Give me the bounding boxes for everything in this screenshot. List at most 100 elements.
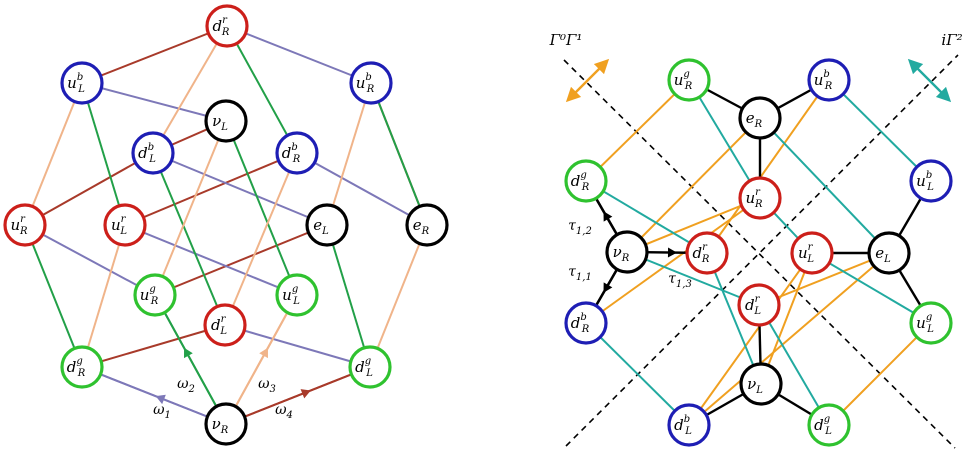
edge-dR_b-e_R xyxy=(296,152,428,226)
edge-omega2-arrow xyxy=(154,294,227,425)
node-ring xyxy=(204,99,248,143)
edge-label-w3: ω3 xyxy=(258,376,276,395)
gamma01-axis xyxy=(563,59,956,449)
node-ring xyxy=(867,231,911,275)
edge-e_R-e_L xyxy=(759,117,890,254)
left-edges xyxy=(24,25,428,425)
edge-arrowhead xyxy=(667,247,677,258)
node-ring xyxy=(3,203,47,247)
edge-uL_r-uL_g xyxy=(124,224,298,296)
node-ring xyxy=(205,4,249,48)
edge-dR_g-uR_g xyxy=(585,79,690,182)
edge-label-t11: τ1,1 xyxy=(568,264,592,283)
node-nu-l: νL xyxy=(204,99,248,143)
node-nu-r: νR xyxy=(204,402,248,446)
node-label: eR xyxy=(746,109,763,130)
gamma01-arrow xyxy=(565,58,610,103)
edge-dR_g-uL_r xyxy=(81,224,126,368)
node-ring xyxy=(275,273,319,317)
node-label: νR xyxy=(212,415,229,436)
node-ring xyxy=(739,362,783,406)
node-e-l: eL xyxy=(867,231,911,275)
edge-dR_b-dL_b xyxy=(585,322,690,426)
node-ring xyxy=(103,203,147,247)
node-label: eL xyxy=(875,244,891,265)
node-ring xyxy=(305,203,349,247)
edge-label-t12: τ1,2 xyxy=(568,218,592,237)
node-ring xyxy=(667,403,711,447)
node-ring xyxy=(738,96,782,140)
edge-label-w2: ω2 xyxy=(177,376,195,395)
node-ring xyxy=(131,131,175,175)
edge-dR_r-nu_L xyxy=(706,252,762,385)
node-label: eL xyxy=(313,216,329,237)
edge-arrowhead xyxy=(155,394,166,405)
edge-uR_r-uR_g xyxy=(24,224,156,296)
edge-e_L-uR_b xyxy=(326,82,372,226)
igamma2-axis xyxy=(565,54,959,447)
edge-uL_r-dR_b xyxy=(124,152,298,226)
edge-uR_g-e_L xyxy=(154,224,328,296)
edge-dL_b-dR_r xyxy=(152,25,228,154)
node-nu-l: νL xyxy=(739,362,783,406)
node-ring xyxy=(203,303,247,347)
edge-arrowhead xyxy=(603,282,613,293)
igamma2-label: iΓ² xyxy=(941,31,962,49)
node-e-r: eR xyxy=(738,96,782,140)
node-ring xyxy=(405,203,449,247)
edge-uL_b-nu_L xyxy=(81,82,227,122)
gamma01-label: Γ⁰Γ¹ xyxy=(549,31,583,49)
edge-dL_r-dL_b xyxy=(152,152,226,326)
edge-omega3-arrow xyxy=(225,294,298,425)
node-ring xyxy=(737,283,781,327)
edge-dL_r-dL_g xyxy=(224,324,371,368)
node-ring xyxy=(807,403,851,447)
edge-dL_g-uL_g xyxy=(828,322,932,426)
edge-dL_g-e_R xyxy=(369,224,428,368)
edge-dR_g-dL_r xyxy=(81,324,226,368)
edge-omega4-arrow xyxy=(225,366,371,425)
edge-arrowhead xyxy=(259,347,268,359)
node-ring xyxy=(349,61,393,105)
node-ring xyxy=(909,159,953,203)
edge-uL_b-dR_r xyxy=(81,25,228,84)
node-e-l: eL xyxy=(305,203,349,247)
edge-nu_R-dL_r xyxy=(626,251,760,306)
edge-omega1-arrow xyxy=(81,366,227,425)
node-ring xyxy=(204,402,248,446)
edge-dL_r-dR_b xyxy=(224,152,298,326)
node-ring xyxy=(60,61,104,105)
